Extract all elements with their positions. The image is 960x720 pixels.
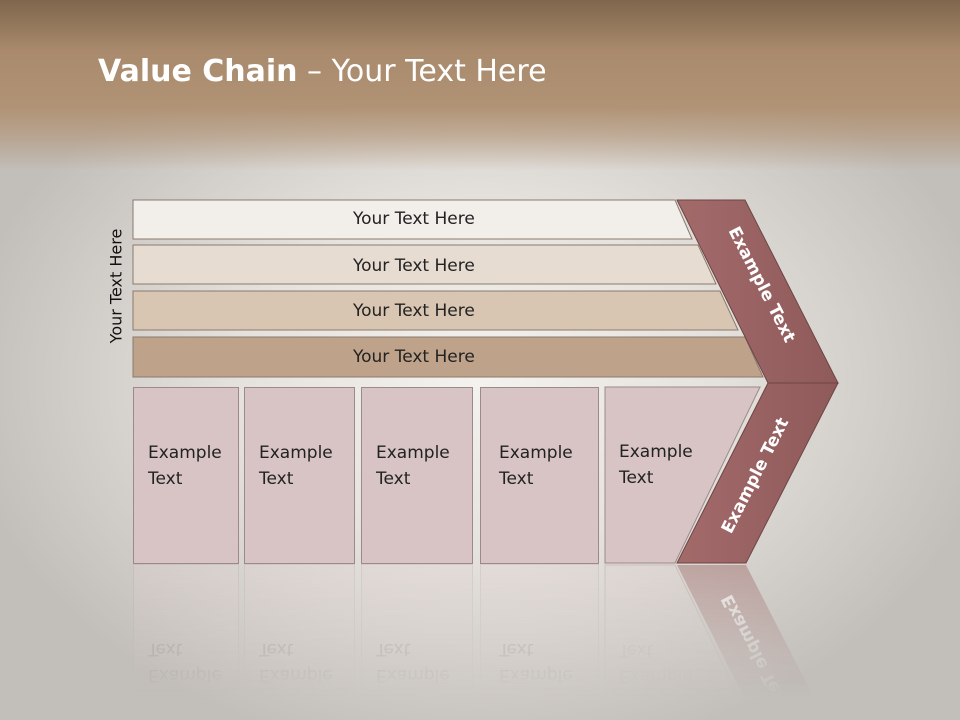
box-4-line1: Example	[499, 443, 573, 463]
box-1-line1: Example	[148, 443, 222, 463]
bar-4-label: Your Text Here	[353, 347, 475, 367]
bar-1: Your Text Here	[133, 200, 673, 238]
bar-1-label: Your Text Here	[353, 209, 475, 229]
box-3-line1: Example	[376, 443, 450, 463]
box-5-line2: Text	[619, 468, 654, 488]
slide-title[interactable]: Value Chain – Your Text Here	[98, 54, 547, 89]
title-bold: Value Chain	[98, 54, 298, 89]
box-2-line1: Example	[259, 443, 333, 463]
bar-1-shape[interactable]	[132, 199, 693, 240]
box-5-line1: Example	[619, 442, 693, 462]
title-rest: – Your Text Here	[297, 54, 547, 89]
bar-3-shape[interactable]	[132, 290, 739, 331]
header-band	[0, 0, 960, 170]
bar-2-label: Your Text Here	[353, 256, 475, 276]
box-5-shape[interactable]	[604, 386, 761, 564]
bar-3: Your Text Here	[133, 292, 713, 330]
bar-4-shape[interactable]	[132, 336, 764, 378]
chevron-lower-arm[interactable]	[676, 382, 839, 564]
bar-4: Your Text Here	[133, 338, 733, 376]
box-4-line2: Text	[499, 469, 534, 489]
bar-2-shape[interactable]	[132, 244, 717, 285]
box-3-line2: Text	[376, 469, 411, 489]
bar-3-label: Your Text Here	[353, 301, 475, 321]
box-1-line2: Text	[148, 469, 183, 489]
bar-2: Your Text Here	[133, 247, 693, 285]
box-2-line2: Text	[259, 469, 294, 489]
